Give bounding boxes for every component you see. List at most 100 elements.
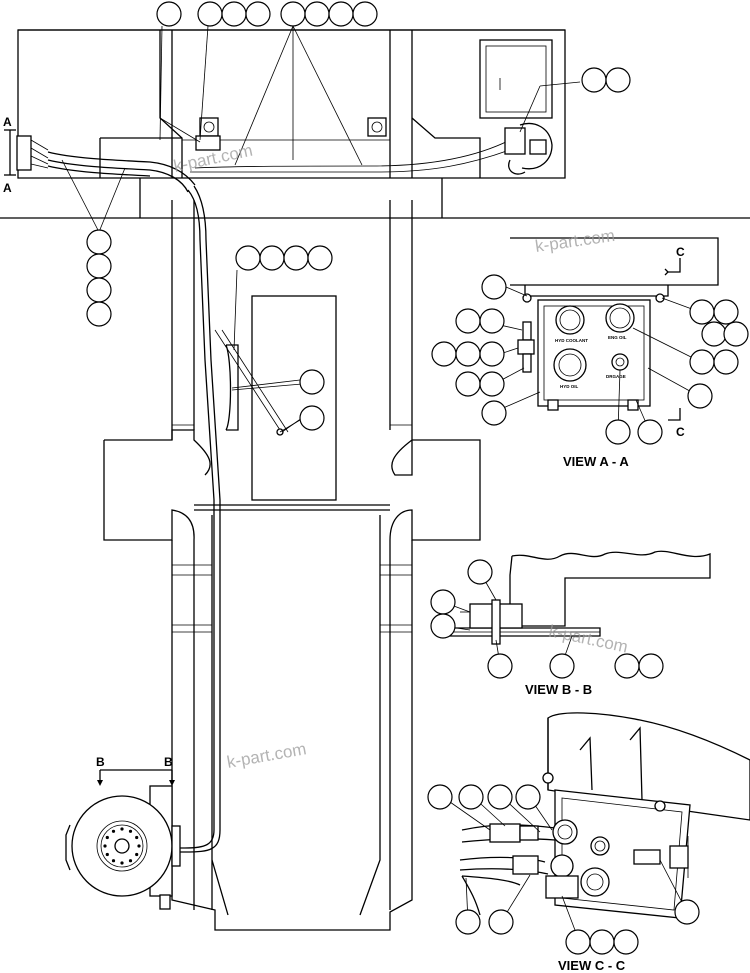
callout-circle [304, 1, 330, 27]
bolt-hole [105, 835, 109, 840]
view-a-panel: C HYD COOLANT ENG OIL HYD OIL DRGAGE C V… [510, 237, 719, 469]
callout-circle [455, 909, 481, 935]
callout-circle [589, 929, 615, 955]
section-label-b-left: B [96, 755, 105, 769]
callout-circle [687, 383, 713, 409]
callout-group-top [156, 1, 378, 27]
view-b-title: VIEW B - B [525, 682, 592, 697]
callout-circle [479, 308, 505, 334]
bolt-hole [111, 829, 116, 833]
callout-circle [221, 1, 247, 27]
callout-circle [86, 229, 112, 255]
section-label-a-bottom: A [3, 181, 12, 195]
callout-circle [427, 784, 453, 810]
sensor-bracket-1 [195, 117, 221, 151]
bolt-hole [135, 852, 139, 857]
callout-circle [605, 67, 631, 93]
callout-circle [299, 405, 325, 431]
view-c-title: VIEW C - C [558, 958, 626, 973]
cab-door-panel [479, 39, 553, 119]
callout-circle [455, 341, 481, 367]
section-label-a-top: A [3, 115, 12, 129]
callout-group-left [86, 229, 112, 327]
callout-circle [86, 301, 112, 327]
section-label-b-right: B [164, 755, 173, 769]
callout-circle [479, 341, 505, 367]
gauge-label-hyd-coolant: HYD COOLANT [555, 338, 588, 343]
callout-circle [430, 589, 456, 615]
callout-group-center [235, 245, 333, 431]
bolt-hole [111, 859, 116, 863]
callout-circle [280, 1, 306, 27]
bolt-hole [135, 835, 139, 840]
callout-circle [701, 321, 727, 347]
callout-circle [481, 274, 507, 300]
callout-circle [638, 653, 664, 679]
bolt-hole [120, 827, 124, 831]
gauge-label-drgage: DRGAGE [606, 374, 626, 379]
section-marker-a: A A [3, 115, 16, 195]
callout-circle [713, 349, 739, 375]
bolt-hole [128, 829, 133, 833]
watermark-2: k-part.com [534, 226, 616, 256]
callout-circle [479, 371, 505, 397]
callout-circle [637, 419, 663, 445]
hose-reel [65, 785, 181, 910]
callout-circle [86, 277, 112, 303]
callout-circle [197, 1, 223, 27]
connector-cluster-top-right [504, 122, 553, 175]
section-label-c-bottom: C [676, 425, 685, 439]
callout-group-view-a [431, 274, 749, 445]
callout-circle [689, 349, 715, 375]
callout-circle [455, 371, 481, 397]
bolt-hole [120, 861, 124, 865]
callout-circle [689, 299, 715, 325]
callout-circle [723, 321, 749, 347]
callout-circle [481, 400, 507, 426]
callout-circle [307, 245, 333, 271]
callout-circle [713, 299, 739, 325]
section-label-c-top: C [676, 245, 685, 259]
callout-circle [515, 784, 541, 810]
gauge-drgage [611, 353, 629, 371]
callout-circle [487, 784, 513, 810]
bolt-hole [103, 844, 107, 848]
bolt-hole [128, 859, 133, 863]
callout-circle [581, 67, 607, 93]
callout-circle [259, 245, 285, 271]
callout-circle [674, 899, 700, 925]
callout-circle [549, 653, 575, 679]
callout-circle [488, 909, 514, 935]
callout-circle [156, 1, 182, 27]
callout-circle [487, 653, 513, 679]
callout-circle [235, 245, 261, 271]
gauge-label-eng-oil: ENG OIL [608, 335, 627, 340]
cylinder-assembly [214, 329, 301, 436]
callout-circle [283, 245, 309, 271]
callout-circle [299, 369, 325, 395]
hose-run-vertical [140, 185, 221, 853]
callout-group-cab [581, 67, 631, 93]
callout-circle [328, 1, 354, 27]
watermark-3: k-part.com [547, 621, 629, 656]
left-connector-block [16, 135, 49, 171]
callout-circle [245, 1, 271, 27]
callout-circle [614, 653, 640, 679]
view-c-detail: VIEW C - C [459, 712, 750, 973]
bolt-hole [137, 844, 141, 848]
callout-group-view-c [427, 784, 700, 955]
callout-circle [455, 308, 481, 334]
callout-circle [431, 341, 457, 367]
callout-circle [467, 559, 493, 585]
callout-circle [458, 784, 484, 810]
watermark-4: k-part.com [225, 739, 307, 772]
hose-run-top [47, 139, 516, 193]
section-marker-b: B B [96, 755, 175, 786]
callout-circle [613, 929, 639, 955]
callout-group-view-b [430, 559, 664, 679]
bolt-hole [105, 852, 109, 857]
callout-circle [565, 929, 591, 955]
view-b-detail: VIEW B - B [448, 550, 711, 697]
